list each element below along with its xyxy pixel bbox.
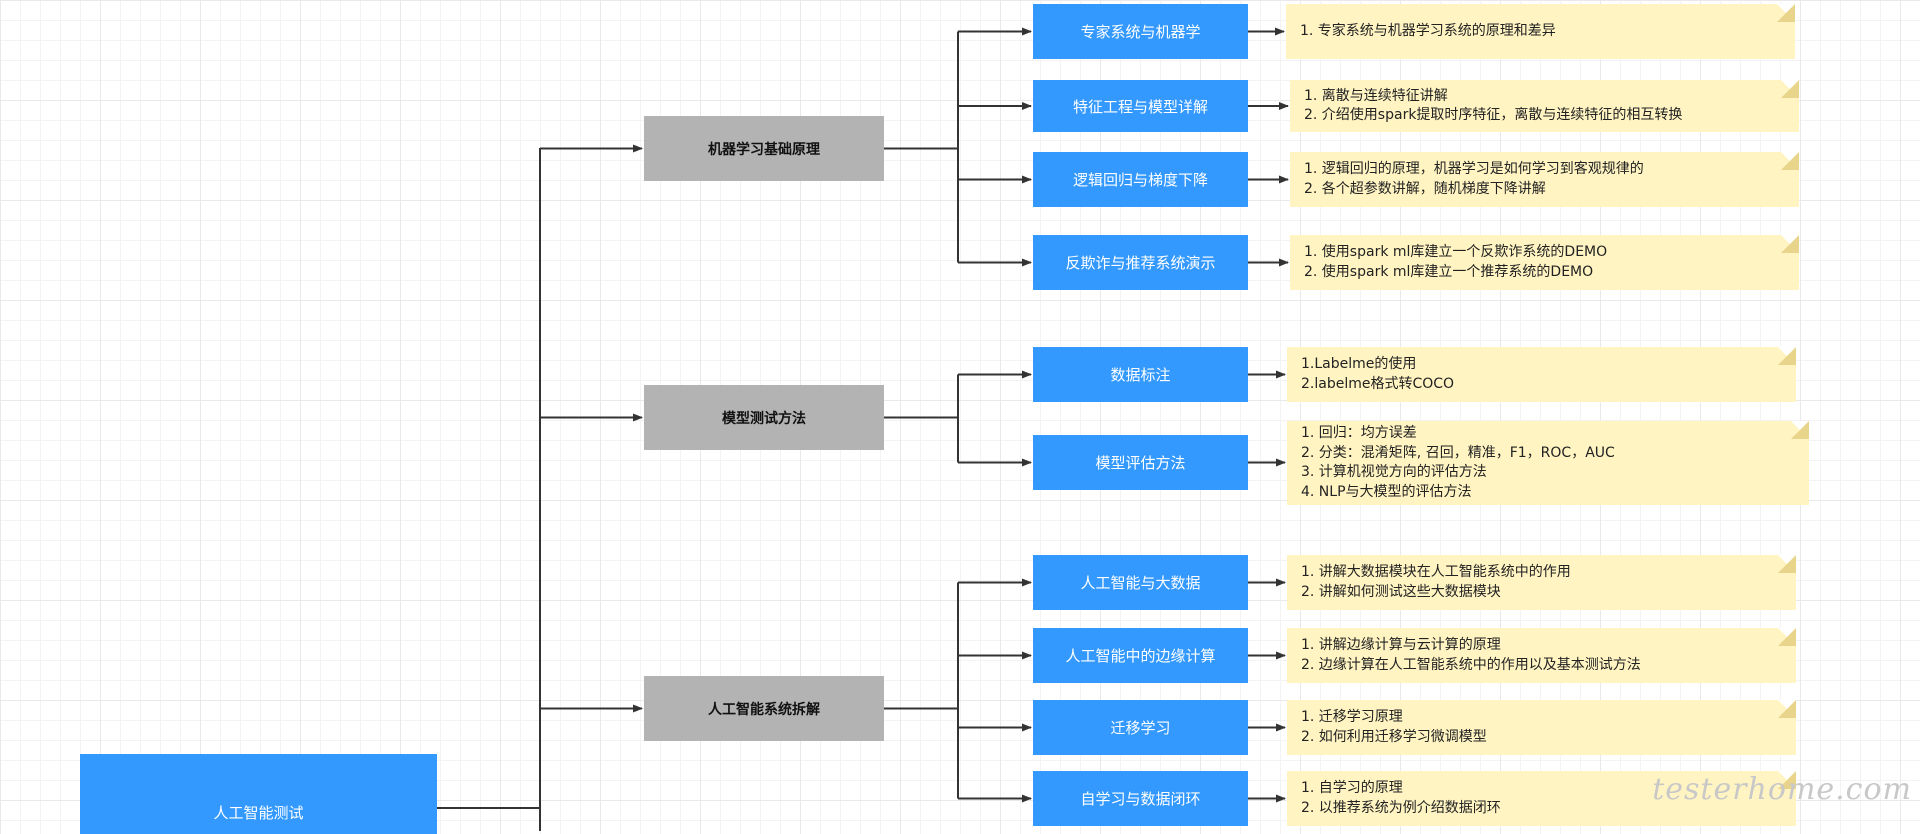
branch-node-label: 机器学习基础原理 (708, 141, 820, 158)
branch-node[interactable]: 模型测试方法 (644, 385, 884, 450)
note-line: 1. 迁移学习原理 (1301, 709, 1403, 725)
root-node-label: 人工智能测试 (213, 803, 304, 822)
note-line: 1. 专家系统与机器学习系统的原理和差异 (1300, 22, 1556, 39)
note-fold-corner (1778, 347, 1796, 365)
note-line: 2. 以推荐系统为例介绍数据闭环 (1301, 799, 1501, 816)
topic-node[interactable]: 专家系统与机器学 (1033, 4, 1248, 59)
note-fold-corner (1778, 555, 1796, 573)
note-line: 1.Labelme的使用 (1301, 356, 1417, 372)
note-line: 1. 离散与连续特征讲解 (1304, 87, 1448, 104)
branch-node-label: 人工智能系统拆解 (708, 701, 820, 718)
note-line: 2. 使用spark ml库建立一个推荐系统的DEMO (1304, 263, 1594, 280)
note-line: 1. 回归：均方误差 (1301, 425, 1417, 441)
root-node[interactable]: 人工智能测试 (80, 754, 437, 834)
note-line: 2. 各个超参数讲解，随机梯度下降讲解 (1304, 180, 1546, 197)
note-card: 1.Labelme的使用 2.labelme格式转COCO (1287, 347, 1796, 402)
note-line: 2. 讲解如何测试这些大数据模块 (1301, 583, 1501, 600)
note-line: 3. 计算机视觉方向的评估方法 (1301, 464, 1487, 480)
note-fold-corner (1778, 771, 1796, 789)
topic-node[interactable]: 人工智能与大数据 (1033, 555, 1248, 610)
note-card: 1. 使用spark ml库建立一个反欺诈系统的DEMO 2. 使用spark m… (1290, 235, 1799, 290)
note-card: 1. 逻辑回归的原理，机器学习是如何学习到客观规律的 2. 各个超参数讲解，随机梯… (1290, 152, 1799, 207)
topic-node[interactable]: 逻辑回归与梯度下降 (1033, 152, 1248, 207)
note-line: 1. 讲解边缘计算与云计算的原理 (1301, 637, 1501, 653)
branch-node-label: 模型测试方法 (722, 410, 806, 427)
topic-node[interactable]: 模型评估方法 (1033, 435, 1248, 490)
note-line: 1. 讲解大数据模块在人工智能系统中的作用 (1301, 564, 1571, 580)
topic-node-label: 迁移学习 (1110, 719, 1171, 737)
note-card: 1. 自学习的原理 2. 以推荐系统为例介绍数据闭环 (1287, 771, 1796, 826)
topic-node[interactable]: 特征工程与模型详解 (1033, 80, 1248, 132)
note-line: 2. 边缘计算在人工智能系统中的作用以及基本测试方法 (1301, 656, 1641, 673)
watermark: testerhome.com (1652, 772, 1912, 807)
note-line: 1. 自学习的原理 (1301, 780, 1403, 796)
topic-node-label: 人工智能中的边缘计算 (1065, 647, 1216, 665)
topic-node-label: 人工智能与大数据 (1080, 574, 1201, 592)
note-card: 1. 讲解边缘计算与云计算的原理 2. 边缘计算在人工智能系统中的作用以及基本测试… (1287, 628, 1796, 683)
topic-node[interactable]: 人工智能中的边缘计算 (1033, 628, 1248, 683)
branch-node[interactable]: 人工智能系统拆解 (644, 676, 884, 741)
topic-node-label: 模型评估方法 (1095, 454, 1186, 472)
note-fold-corner (1781, 152, 1799, 170)
note-line: 1. 逻辑回归的原理，机器学习是如何学习到客观规律的 (1304, 161, 1644, 177)
note-fold-corner (1781, 80, 1799, 98)
topic-node-label: 专家系统与机器学 (1080, 23, 1201, 41)
note-fold-corner (1791, 421, 1809, 439)
note-card: 1. 迁移学习原理 2. 如何利用迁移学习微调模型 (1287, 700, 1796, 755)
topic-node[interactable]: 迁移学习 (1033, 700, 1248, 755)
note-card: 1. 回归：均方误差 2. 分类：混淆矩阵, 召回，精准，F1，ROC，AUC 3.… (1287, 421, 1809, 505)
note-fold-corner (1781, 235, 1799, 253)
topic-node[interactable]: 反欺诈与推荐系统演示 (1033, 235, 1248, 290)
note-line: 4. NLP与大模型的评估方法 (1301, 483, 1472, 500)
note-line: 1. 使用spark ml库建立一个反欺诈系统的DEMO (1304, 244, 1608, 260)
branch-node[interactable]: 机器学习基础原理 (644, 116, 884, 181)
note-line: 2. 分类：混淆矩阵, 召回，精准，F1，ROC，AUC (1301, 444, 1615, 461)
topic-node-label: 数据标注 (1110, 366, 1171, 384)
note-line: 2. 如何利用迁移学习微调模型 (1301, 728, 1487, 745)
note-fold-corner (1778, 628, 1796, 646)
topic-node[interactable]: 自学习与数据闭环 (1033, 771, 1248, 826)
topic-node-label: 逻辑回归与梯度下降 (1072, 171, 1208, 189)
note-fold-corner (1777, 4, 1795, 22)
note-line: 2.labelme格式转COCO (1301, 375, 1455, 392)
topic-node-label: 反欺诈与推荐系统演示 (1065, 254, 1216, 272)
topic-node-label: 自学习与数据闭环 (1080, 790, 1201, 808)
note-card: 1. 专家系统与机器学习系统的原理和差异 (1286, 4, 1795, 59)
note-line: 2. 介绍使用spark提取时序特征，离散与连续特征的相互转换 (1304, 107, 1683, 123)
topic-node-label: 特征工程与模型详解 (1072, 97, 1208, 116)
note-card: 1. 离散与连续特征讲解 2. 介绍使用spark提取时序特征，离散与连续特征的相… (1290, 80, 1799, 132)
note-card: 1. 讲解大数据模块在人工智能系统中的作用 2. 讲解如何测试这些大数据模块 (1287, 555, 1796, 610)
topic-node[interactable]: 数据标注 (1033, 347, 1248, 402)
note-fold-corner (1778, 700, 1796, 718)
